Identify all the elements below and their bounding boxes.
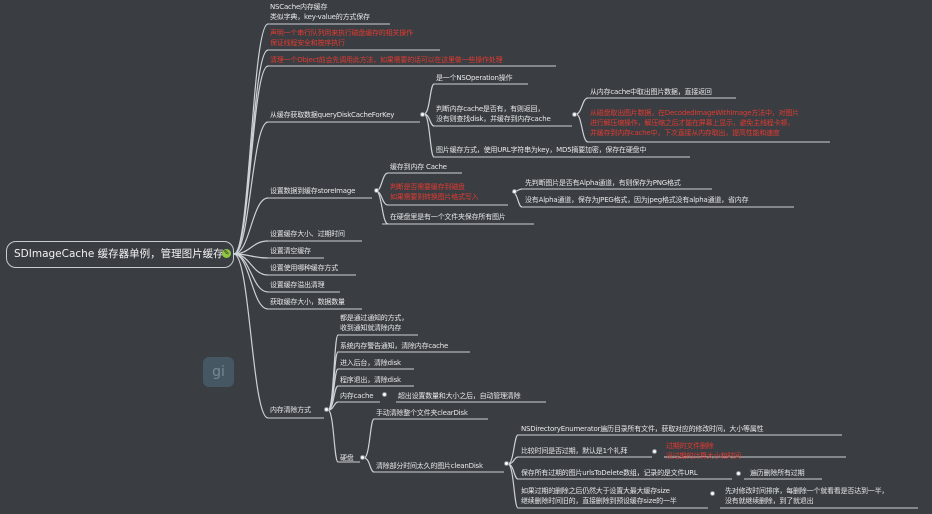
- node-set-size-expire[interactable]: 设置缓存大小、过期时间: [270, 230, 345, 238]
- node-nscache-desc[interactable]: 类似字典，key-value的方式保存: [270, 13, 370, 21]
- node-check-memory[interactable]: 判断内存cache是否有，有则返回，: [436, 105, 545, 113]
- node-auto-manage[interactable]: 超出设置数量和大小之后，自动管理清除: [398, 392, 521, 400]
- node-clear-cache[interactable]: 设置清空缓存: [270, 247, 311, 255]
- node-calc-size[interactable]: 没过期的计算大小和时间: [666, 452, 741, 460]
- node-serial-queue-desc[interactable]: 保证线程安全和按序执行: [270, 39, 345, 47]
- node-alpha-png[interactable]: 先判断图片是否有Alpha通道，有则保存为PNG格式: [525, 179, 681, 187]
- collapse-dot-icon[interactable]: [374, 188, 379, 193]
- collapse-dot-icon[interactable]: [512, 189, 517, 194]
- watermark-logo: gi: [203, 357, 234, 387]
- node-evict-object[interactable]: 清理一个Object前会先调用此方法，如果需要的话可以在这里做一些操作处理: [270, 56, 503, 64]
- node-need-disk[interactable]: 判断是否需要缓存到磁盘: [390, 183, 465, 191]
- node-check-disk[interactable]: 没有则查找disk，并缓存到内存cache: [436, 115, 551, 123]
- node-decode-line2[interactable]: 进行解压缩操作，解压缩之后才能在屏幕上显示，避免主线程卡顿，: [590, 119, 794, 127]
- node-sort-by-time[interactable]: 先对修改时间排序，每删除一个就看看是否达到一半，: [725, 487, 889, 495]
- node-over-max-size[interactable]: 如果过期的删除之后仍然大于设置大最大缓存size: [521, 487, 670, 495]
- node-query-disk-cache[interactable]: 从缓存获取数据queryDiskCacheForKey: [270, 111, 395, 119]
- collapse-dot-icon[interactable]: [652, 449, 657, 454]
- node-jpeg[interactable]: 没有Alpha通道，保存为JPEG格式，因为jpeg格式没有alpha通道，省内…: [525, 196, 749, 204]
- node-notification-desc[interactable]: 收到通知就清除内存: [340, 324, 402, 332]
- node-overflow[interactable]: 设置缓存溢出清理: [270, 281, 325, 289]
- node-terminate[interactable]: 程序退出，清除disk: [340, 376, 401, 384]
- node-cache-mode[interactable]: 设置使用哪种缓存方式: [270, 264, 338, 272]
- node-nsoperation[interactable]: 是一个NSOperation操作: [436, 74, 513, 82]
- root-label: SDImageCache 缓存器单例，管理图片缓存: [14, 248, 224, 260]
- node-delete-expired[interactable]: 过期的文件删除: [666, 442, 714, 450]
- node-notification[interactable]: 都是通过通知的方式，: [340, 314, 408, 322]
- node-enumerator[interactable]: NSDirectoryEnumerator遍历目录所有文件，获取对应的修改时间，…: [521, 425, 764, 433]
- collapse-dot-icon[interactable]: [420, 112, 425, 117]
- node-memory-warning[interactable]: 系统内存警告通知，清除内存cache: [340, 342, 449, 350]
- node-decode-line1[interactable]: 从磁盘取出图片数据，在DecodedImageWithImage方法中，对图片: [590, 109, 799, 117]
- node-memory-cache[interactable]: 内存cache: [340, 392, 374, 400]
- node-delete-to-half[interactable]: 继续删除时间旧的，直接删除到预设缓存size的一半: [521, 497, 677, 505]
- collapse-dot-icon[interactable]: [710, 491, 715, 496]
- node-cache-count[interactable]: 获取缓存大小，数据数量: [270, 298, 345, 306]
- node-md5-key[interactable]: 图片缓存方式，使用URL字符串为key，MD5摘要加密，保存在硬盘中: [436, 146, 647, 154]
- node-disk[interactable]: 硬盘: [340, 454, 354, 462]
- collapse-dot-icon[interactable]: [572, 112, 577, 117]
- node-urls-to-delete[interactable]: 保存所有过期的图片urlsToDelete数组，记录的是文件URL: [521, 469, 698, 477]
- node-expire-check[interactable]: 比较时间是否过期，默认是1个礼拜: [521, 447, 628, 455]
- node-serial-queue[interactable]: 声明一个串行队列用来执行磁盘缓存的相关操作: [270, 29, 413, 37]
- collapse-dot-icon[interactable]: [382, 392, 387, 397]
- node-cache-memory[interactable]: 缓存到内存 Cache: [390, 163, 447, 171]
- node-clean-disk[interactable]: 清除部分时间太久的图片cleanDisk: [376, 462, 483, 470]
- collapse-dot-icon[interactable]: [324, 407, 329, 412]
- node-background[interactable]: 进入后台，清除disk: [340, 359, 401, 367]
- pencil-icon: ✎: [222, 249, 231, 258]
- node-nscache[interactable]: NSCache内存缓存: [270, 3, 328, 11]
- node-memory-clear[interactable]: 内存清除方式: [270, 406, 311, 414]
- node-clear-disk[interactable]: 手动清除整个文件夹clearDisk: [376, 409, 468, 417]
- node-store-image[interactable]: 设置数据到缓存storeImage: [270, 187, 356, 195]
- node-convert-format[interactable]: 如果需要则转换图片格式写入: [390, 193, 479, 201]
- node-disk-folder[interactable]: 在硬盘里是有一个文件夹保存所有图片: [390, 213, 506, 221]
- root-node[interactable]: SDImageCache 缓存器单例，管理图片缓存: [6, 241, 234, 268]
- collapse-dot-icon[interactable]: [360, 455, 365, 460]
- collapse-dot-icon[interactable]: [504, 461, 509, 466]
- node-memory-return[interactable]: 从内存cache中取出图片数据，直接返回: [590, 88, 712, 96]
- node-sort-exit[interactable]: 没有就继续删除，到了就退出: [725, 497, 814, 505]
- node-decode-line3[interactable]: 并缓存到内存cache中，下次直接从内存取出，提高性能和速度: [590, 129, 780, 137]
- collapse-dot-icon[interactable]: [736, 471, 741, 476]
- node-delete-all-expired[interactable]: 遍历删除所有过期: [750, 469, 805, 477]
